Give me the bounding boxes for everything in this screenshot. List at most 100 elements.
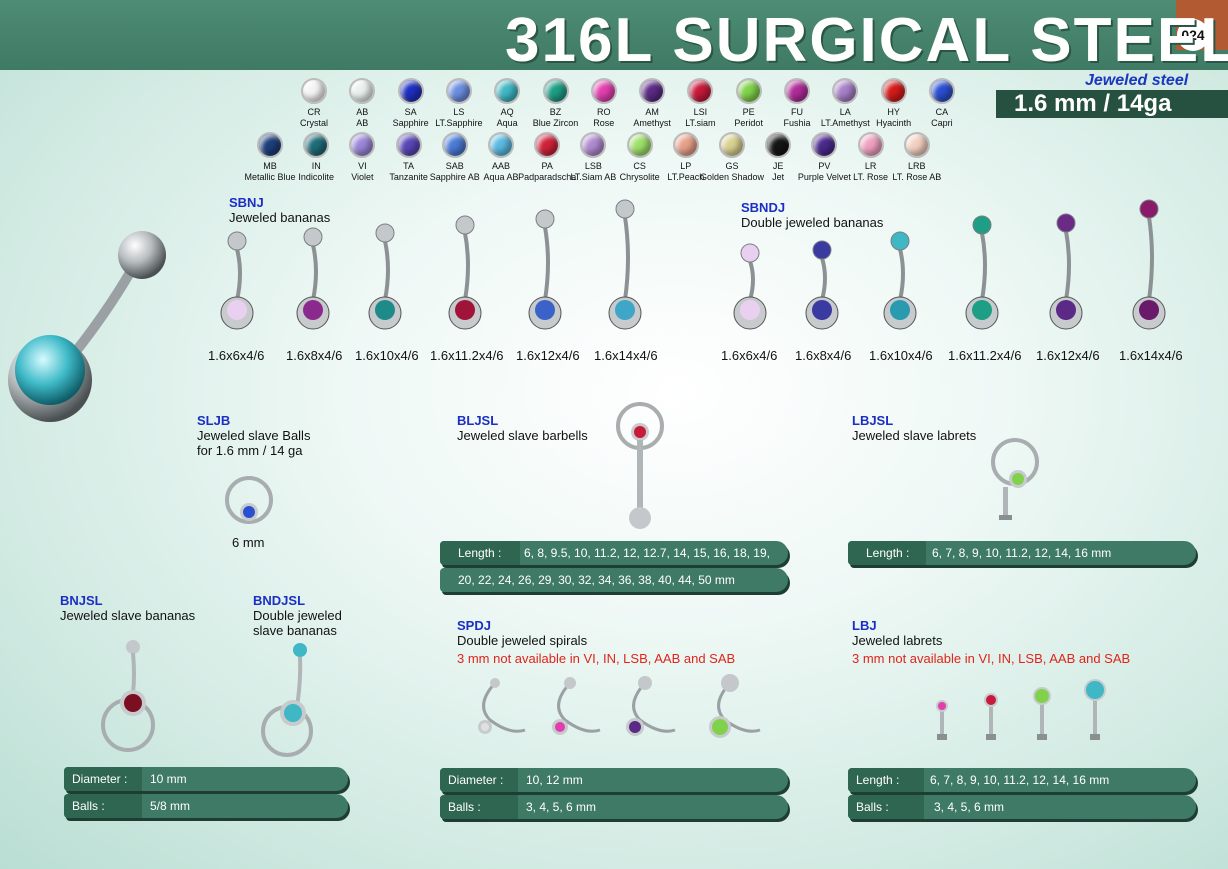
- gem-code: LA: [839, 107, 851, 117]
- gem-name: LT.Peach: [667, 172, 705, 182]
- labret-post: [1040, 696, 1044, 734]
- lbjsl-length-label: Length :: [848, 541, 926, 565]
- gem-code: SAB: [445, 161, 464, 171]
- gem-code: BZ: [549, 107, 562, 117]
- gem-color-dot: [488, 132, 514, 158]
- gem-name: Blue Zircon: [532, 118, 579, 128]
- lbjsl-length-bar: Length : 6, 7, 8, 9, 10, 11.2, 12, 14, 1…: [848, 541, 1196, 565]
- banana-top-ball: [615, 199, 635, 219]
- gem-name: AB: [356, 118, 369, 128]
- gem-color-dot: [928, 78, 955, 104]
- spiral-body: [482, 681, 526, 733]
- gem-code: LSB: [584, 161, 602, 171]
- banana-shaft: [623, 216, 630, 301]
- bndjsl-desc-2: slave bananas: [253, 623, 337, 638]
- lbj-length-label: Length :: [848, 768, 924, 792]
- gem-code: LRB: [908, 161, 926, 171]
- gem-name: Metallic Blue: [244, 172, 296, 182]
- size-label: 1.6x11.2x4/6: [948, 348, 1022, 363]
- spiral-gem: [629, 721, 641, 733]
- gem-code: CS: [633, 161, 646, 171]
- gem-name: Chrysolite: [619, 172, 660, 182]
- gem-color-dot: [397, 78, 424, 104]
- spdj-desc: Double jeweled spirals: [457, 633, 588, 648]
- banana-gem: [455, 300, 475, 320]
- page-number: 024: [1177, 19, 1209, 51]
- spiral-top-ball: [721, 674, 739, 692]
- bnjsl-balls-label: Balls :: [64, 794, 142, 818]
- gem-color-dot: [719, 132, 745, 158]
- hero-belly-ring-image: [8, 231, 166, 422]
- bnjsl-desc: Jeweled slave bananas: [60, 608, 196, 623]
- gem-name: Aqua AB: [483, 172, 519, 182]
- banana-shaft: [820, 257, 827, 301]
- labret-gem: [986, 695, 996, 705]
- sbndj-code: SBNDJ: [741, 200, 786, 215]
- lbjsl-desc: Jeweled slave labrets: [852, 428, 977, 443]
- gem-name: Indicolite: [298, 172, 334, 182]
- bndjsl-desc-1: Double jeweled: [253, 608, 342, 623]
- banana-top-ball: [375, 223, 395, 243]
- gem-color-dot: [672, 132, 699, 158]
- spdj-balls-bar: Balls : 3, 4, 5, 6 mm: [440, 795, 788, 819]
- spiral-top-ball: [490, 678, 500, 688]
- gem-code: LS: [453, 107, 465, 117]
- gem-code: AAB: [491, 161, 510, 171]
- gem-code: AQ: [500, 107, 514, 117]
- gem-name: Padparadscha: [518, 172, 577, 182]
- sbnj-code: SBNJ: [229, 195, 264, 210]
- labret-disc: [1090, 734, 1100, 740]
- bnjsl-balls-bar: Balls : 5/8 mm: [64, 794, 348, 818]
- banana-gem: [535, 300, 555, 320]
- gem-name: Hyacinth: [876, 118, 912, 128]
- size-label: 1.6x14x4/6: [1119, 348, 1183, 363]
- gem-name: Peridot: [734, 118, 763, 128]
- size-label: 1.6x12x4/6: [1036, 348, 1100, 363]
- lbj-labrets-image: [936, 679, 1106, 740]
- gem-name: Violet: [351, 172, 374, 182]
- bnjsl-diameter-value: 10 mm: [150, 772, 187, 786]
- gem-code: JE: [772, 161, 784, 171]
- gem-name: Tanzanite: [389, 172, 428, 182]
- size-label: 1.6x11.2x4/6: [430, 348, 504, 363]
- gem-name: LT.siam: [685, 118, 716, 128]
- banana-gem: [227, 300, 247, 320]
- gem-name: Jet: [772, 172, 785, 182]
- gem-name: Amethyst: [633, 118, 671, 128]
- banana-top-ball: [812, 240, 832, 260]
- bnjsl-diameter-bar: Diameter : 10 mm: [64, 767, 348, 791]
- banana-shaft: [311, 244, 318, 301]
- banana-gem: [740, 300, 760, 320]
- sljb-desc-1: Jeweled slave Balls: [197, 428, 311, 443]
- lbj-length-values: 6, 7, 8, 9, 10, 11.2, 12, 14, 16 mm: [930, 773, 1110, 787]
- gem-name: Capri: [931, 118, 953, 128]
- spdj-spirals-image: [478, 674, 761, 738]
- banana-top-ball: [890, 231, 910, 251]
- gem-color-dot: [349, 132, 376, 158]
- banana-gem: [615, 300, 635, 320]
- gem-name: Sapphire AB: [429, 172, 480, 182]
- banana-top-ball: [740, 243, 760, 263]
- gem-color-dot: [765, 132, 792, 158]
- labret-gem: [938, 702, 946, 710]
- banana-gem: [375, 300, 395, 320]
- size-label: 1.6x6x4/6: [721, 348, 778, 363]
- labret-post: [1093, 690, 1097, 734]
- lbj-balls-bar: Balls : 3, 4, 5, 6 mm: [848, 795, 1196, 819]
- sljb-slave-ball-image: [225, 476, 273, 524]
- gem-color-dot: [639, 78, 666, 104]
